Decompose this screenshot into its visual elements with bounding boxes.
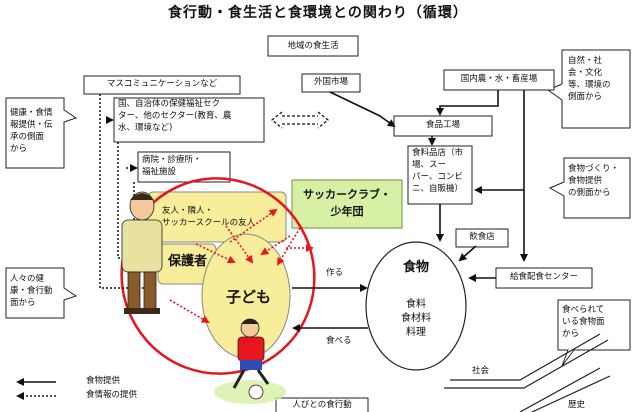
label-restaurant: 飲食店 [469, 232, 495, 242]
label-local-food-life: 地域の食生活 [287, 41, 339, 51]
label-side-health-info-4: から [10, 144, 28, 154]
callout-health-info [5, 97, 78, 169]
label-gov-sector-2: ター、他のセクター(教育、農 [118, 111, 232, 121]
label-side-eaten-food-3: から [562, 329, 580, 339]
label-side-food-making-3: の側面から [568, 188, 611, 198]
label-make: 作る [326, 268, 344, 278]
label-side-eaten-food-2: いる食物面 [562, 317, 605, 327]
label-friends-1: 友人・隣人・ [162, 206, 214, 216]
label-food-store-3: パー、コンビ [412, 172, 463, 182]
label-people-behavior: 人びとの食行動 [292, 400, 352, 410]
label-gov-sector-3: 水、環境など) [118, 123, 173, 133]
box-mass-comm [83, 75, 241, 95]
box-soccer-club [291, 179, 403, 229]
child-figure [232, 318, 270, 400]
legend-info-label: 食情報の提供 [86, 390, 138, 400]
diagram-title: 食行動・食生活と食環境との関わり（循環） [168, 5, 468, 21]
society-history-lines [444, 333, 611, 412]
callout-health-behavior [5, 267, 78, 319]
food-flow-arrows [292, 90, 528, 332]
label-side-health-info-1: 健康・食情 [10, 108, 53, 118]
red-interaction-arrows [169, 208, 314, 324]
label-side-health-behavior-1: 人々の健 [10, 274, 45, 284]
label-gov-sector-1: 国、自治体の保健福祉セク [118, 99, 221, 109]
label-factory: 食品工場 [425, 120, 460, 130]
label-side-food-making-2: 食物提供 [568, 176, 603, 186]
legend-lines [16, 378, 56, 400]
ellipse-food [365, 241, 467, 371]
box-domestic [443, 69, 555, 91]
callout-eaten-food [557, 299, 631, 367]
label-history: 歴史 [568, 400, 586, 410]
box-local-food-life [267, 35, 359, 57]
label-side-eaten-food-1: 食べられて [562, 305, 605, 315]
box-restaurant [455, 228, 509, 248]
label-domestic: 国内農・水・畜産場 [460, 74, 538, 84]
label-food-sub-1: 食料 [406, 299, 426, 310]
label-food-sub-2: 食材料 [401, 313, 431, 324]
label-side-nature-4: 側面から [568, 92, 603, 102]
label-side-health-behavior-2: 康・食行動 [10, 286, 53, 296]
box-food-store [407, 145, 473, 205]
label-side-nature-3: 等、環境の [568, 80, 611, 90]
box-people-behavior [275, 397, 369, 412]
label-eat: 食べる [326, 336, 352, 346]
legend-food-label: 食物提供 [86, 376, 121, 386]
label-hospital-1: 病院・診療所・ [142, 155, 202, 165]
label-side-food-making-1: 食物づくり・ [568, 164, 620, 174]
box-gov-sector [113, 97, 265, 143]
label-society: 社会 [472, 366, 490, 376]
label-food-store-1: 食料品店（市 [412, 148, 464, 158]
label-soccer-club-1: サッカークラブ・ [303, 188, 391, 201]
guardian-figure [121, 191, 163, 314]
label-food-store-2: 場、スー [412, 160, 447, 170]
box-hospital [137, 151, 231, 183]
label-side-nature-2: 会・文化 [568, 68, 603, 78]
label-hospital-2: 福祉施設 [142, 167, 177, 177]
label-friends-2: サッカースクールの友人 [162, 218, 256, 228]
label-side-health-info-3: 承の側面 [10, 132, 45, 142]
label-mass-comm: マスコミュニケーションなど [106, 79, 218, 89]
label-side-health-info-2: 報提供・伝 [10, 120, 53, 130]
box-friends [147, 191, 287, 243]
label-food-sub-3: 料理 [406, 327, 426, 338]
label-foreign-market: 外国市場 [313, 77, 348, 87]
double-arrow [271, 111, 329, 129]
label-side-health-behavior-3: 面から [10, 298, 36, 308]
callout-nature [546, 49, 631, 129]
label-guardian: 保護者 [168, 254, 208, 269]
callout-food-making [548, 157, 631, 219]
label-food-store-4: ニ、自販機） [412, 184, 464, 194]
label-soccer-club-2: 少年団 [330, 205, 364, 218]
label-side-nature-1: 自然・社 [568, 56, 603, 66]
label-food-center: 食物 [402, 260, 429, 275]
label-meal-center: 給食配食センター [509, 272, 578, 282]
label-child: 子ども [226, 288, 272, 306]
